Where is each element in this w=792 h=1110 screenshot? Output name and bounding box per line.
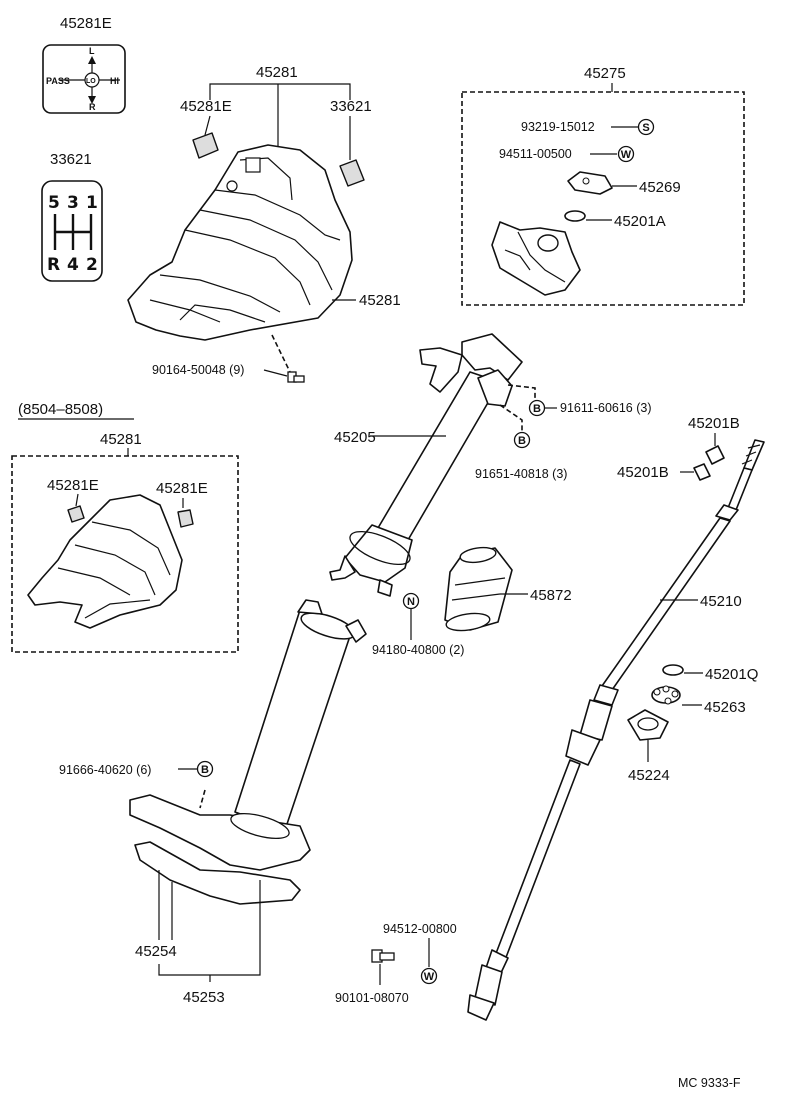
part-label-45201A: 45201A (614, 213, 666, 230)
part-label-94512: 94512-00800 (383, 922, 457, 936)
svg-text:B: B (201, 764, 209, 776)
alt-label-plate-1 (67, 505, 85, 523)
shift-1: 1 (86, 193, 98, 213)
part-label-45281-alt: 45281 (100, 431, 142, 448)
part-label-90101: 90101-08070 (335, 991, 409, 1005)
bracket-45254 (134, 841, 301, 905)
part-label-45201B-1: 45201B (688, 415, 740, 432)
symbol-n: N (402, 592, 420, 610)
svg-text:W: W (621, 149, 632, 161)
part-label-45205: 45205 (334, 429, 376, 446)
part-label-94511: 94511-00500 (499, 147, 572, 161)
symbol-b-91611: B (528, 399, 546, 417)
shift-r: R (47, 255, 60, 275)
part-label-45269: 45269 (639, 179, 681, 196)
part-label-33621: 33621 (330, 98, 372, 115)
clip-45201Q (662, 664, 684, 676)
lock-cover-45269 (567, 171, 613, 195)
part-label-45281: 45281 (256, 64, 298, 81)
seal-45224 (627, 709, 669, 741)
part-label-45210: 45210 (700, 593, 742, 610)
column-tube-45205 (329, 333, 523, 597)
part-label-90164: 90164-50048 (9) (152, 363, 244, 377)
shift-3: 3 (67, 193, 79, 213)
svg-text:W: W (424, 971, 435, 983)
part-label-45254: 45254 (135, 943, 177, 960)
alt-upper-cover (27, 494, 183, 629)
symbol-w: W (617, 145, 635, 163)
svg-text:B: B (518, 435, 526, 447)
plate-l: L (89, 46, 95, 56)
part-label-45253: 45253 (183, 989, 225, 1006)
plate-pass: PASS (46, 76, 70, 86)
part-label-45281E: 45281E (180, 98, 232, 115)
date-range-label: (8504–8508) (18, 401, 103, 418)
shift-4: 4 (67, 255, 79, 275)
part-label-45872: 45872 (530, 587, 572, 604)
svg-text:N: N (407, 596, 415, 608)
part-label-91651: 91651-40818 (3) (475, 467, 567, 481)
label-plate-45281E (192, 132, 219, 159)
part-label-45281E-plate: 45281E (60, 15, 112, 32)
steering-shaft-45210 (467, 439, 765, 1021)
clip-45201B-1 (705, 445, 725, 465)
plate-r: R (89, 102, 96, 112)
bearing-45263 (651, 685, 681, 705)
upper-column-cover (127, 144, 353, 341)
symbol-b-91666: B (196, 760, 214, 778)
label-plate-33621 (339, 159, 365, 187)
part-label-91666: 91666-40620 (6) (59, 763, 151, 777)
part-label-45281E-alt2: 45281E (156, 480, 208, 497)
lower-column-tube (129, 599, 367, 871)
shift-2: 2 (86, 255, 98, 275)
bolt-90101 (371, 949, 395, 963)
part-label-33621-knob: 33621 (50, 151, 92, 168)
alt-label-plate-2 (177, 509, 194, 528)
steering-lock-housing (491, 221, 581, 296)
part-label-45263: 45263 (704, 699, 746, 716)
symbol-w-94512: W (420, 967, 438, 985)
shift-5: 5 (48, 193, 60, 213)
part-label-93219: 93219-15012 (521, 120, 595, 134)
lock-ring-45201A (564, 210, 586, 222)
plate-hi: HI (110, 76, 119, 86)
part-label-45281E-alt1: 45281E (47, 477, 99, 494)
symbol-s: S (637, 118, 655, 136)
part-label-91611: 91611-60616 (3) (560, 401, 652, 415)
svg-text:B: B (533, 403, 541, 415)
part-label-45224: 45224 (628, 767, 670, 784)
column-bushing-45872 (444, 546, 513, 632)
svg-text:S: S (642, 122, 649, 134)
part-label-45201B-2: 45201B (617, 464, 669, 481)
clip-45201B-2 (693, 463, 711, 481)
catalog-code: MC 9333-F (678, 1076, 741, 1090)
switch-label-plate: L PASS LO HI R (42, 44, 126, 114)
part-label-94180: 94180-40800 (2) (372, 643, 464, 657)
lock-assembly-box (461, 91, 745, 306)
alt-cover-box (11, 455, 239, 653)
shift-pattern-plate: 5 3 1 R 4 2 (41, 180, 103, 282)
part-label-45281-cover: 45281 (359, 292, 401, 309)
part-label-45275: 45275 (584, 65, 626, 82)
screw-90164 (287, 371, 305, 383)
plate-lo: LO (86, 78, 96, 85)
symbol-b-91651: B (513, 431, 531, 449)
part-label-45201Q: 45201Q (705, 666, 758, 683)
